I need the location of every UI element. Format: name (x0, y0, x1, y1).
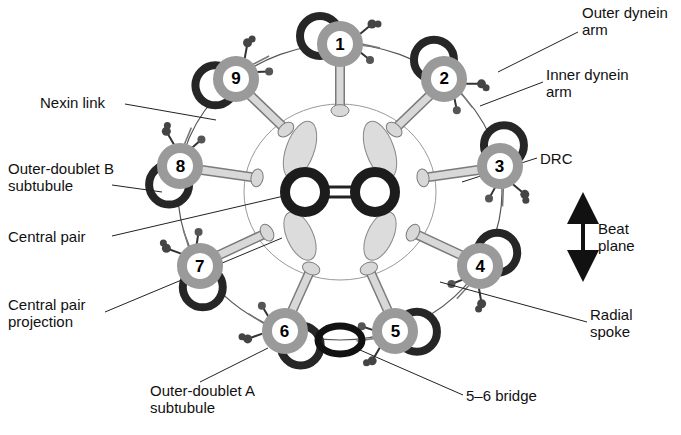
part-label: Outer-doublet A subtubule (150, 382, 270, 416)
a-subtubule: 1 (317, 21, 363, 67)
radial-spoke (394, 94, 431, 130)
generated-parts (149, 16, 529, 366)
outer-dynein-head (249, 35, 256, 42)
radial-spoke (423, 170, 480, 178)
outer-dynein-head (522, 197, 529, 204)
drc-link (248, 314, 264, 324)
part-label: Radial spoke (590, 306, 660, 340)
radial-spoke (423, 170, 480, 178)
inner-sheath (244, 104, 436, 280)
doublet-number: 6 (280, 323, 289, 340)
drc-link (502, 188, 504, 206)
outer-dynein-head (363, 359, 370, 366)
radial-spoke (291, 268, 311, 312)
radial-spoke (335, 64, 345, 111)
inner-dynein-head (197, 136, 205, 144)
a-subtubule: 6 (262, 308, 308, 354)
a-subtubule: 8 (157, 143, 203, 189)
radial-spoke (394, 94, 431, 130)
doublet-number: 4 (476, 258, 485, 275)
drc-link (184, 128, 191, 145)
outer-dynein-head (164, 122, 171, 129)
a-subtubule: 9 (213, 56, 259, 102)
inner-dynein-head (485, 195, 493, 203)
radial-spoke (369, 268, 389, 312)
drc-link (183, 229, 189, 247)
inner-dynein-head (366, 56, 374, 64)
part-label: Outer dynein arm (582, 4, 674, 38)
outer-dynein-head (160, 240, 167, 247)
part-label: Nexin link (40, 94, 140, 111)
radial-spoke (200, 170, 257, 178)
spoke-head (358, 260, 379, 277)
spoke-head (301, 260, 322, 277)
doublet-number: 8 (176, 158, 185, 175)
part-label: DRC (540, 150, 600, 167)
part-label: Beat plane (598, 220, 658, 254)
doublet-number: 5 (391, 323, 400, 340)
outer-dynein-head (375, 21, 382, 28)
drc-link (253, 56, 269, 65)
a-subtubule: 4 (457, 243, 503, 289)
bridge-5-6 (318, 326, 362, 354)
radial-spoke (217, 233, 267, 256)
doublet-number: 1 (335, 36, 344, 53)
nexin-ring (178, 44, 502, 340)
outer-dynein-head (483, 84, 490, 91)
beat-plane-arrow (581, 208, 585, 266)
doublet-number: 7 (195, 258, 204, 275)
radial-spoke (337, 64, 344, 111)
drc-link (461, 93, 472, 108)
radial-spoke (369, 268, 389, 312)
spoke-head (403, 222, 422, 244)
radial-spoke (249, 94, 286, 130)
spoke-head (415, 168, 430, 188)
a-subtubule: 3 (477, 143, 523, 189)
outer-dynein-head (475, 305, 482, 312)
outer-dynein-head (239, 333, 246, 340)
radial-spoke (291, 268, 311, 312)
doublet-number: 3 (495, 158, 504, 175)
a-subtubule: 7 (177, 243, 223, 289)
radial-spoke (217, 233, 267, 256)
drc-link (362, 44, 380, 48)
doublet-number: 9 (231, 70, 240, 87)
part-label: Outer-doublet B subtubule (8, 160, 118, 194)
spoke-head (257, 222, 276, 244)
part-label: Inner dynein arm (546, 66, 646, 100)
inner-dynein-head (265, 68, 273, 76)
part-label: Central pair (8, 228, 118, 245)
radial-spoke (413, 233, 463, 256)
radial-spoke (249, 94, 286, 130)
doublet-number: 2 (439, 70, 448, 87)
radial-spoke (200, 170, 257, 178)
part-label: 5–6 bridge (466, 387, 576, 404)
a-subtubule: 2 (421, 56, 467, 102)
part-label: Central pair projection (8, 296, 118, 330)
spoke-head (250, 168, 265, 188)
radial-spoke (413, 233, 463, 256)
spoke-head (331, 105, 349, 117)
central-microtubule (355, 172, 395, 212)
inner-dynein-head (195, 228, 203, 236)
leader-lines (105, 32, 587, 395)
inner-dynein-head (258, 302, 266, 310)
central-microtubule (285, 172, 325, 212)
inner-dynein-head (453, 106, 461, 114)
